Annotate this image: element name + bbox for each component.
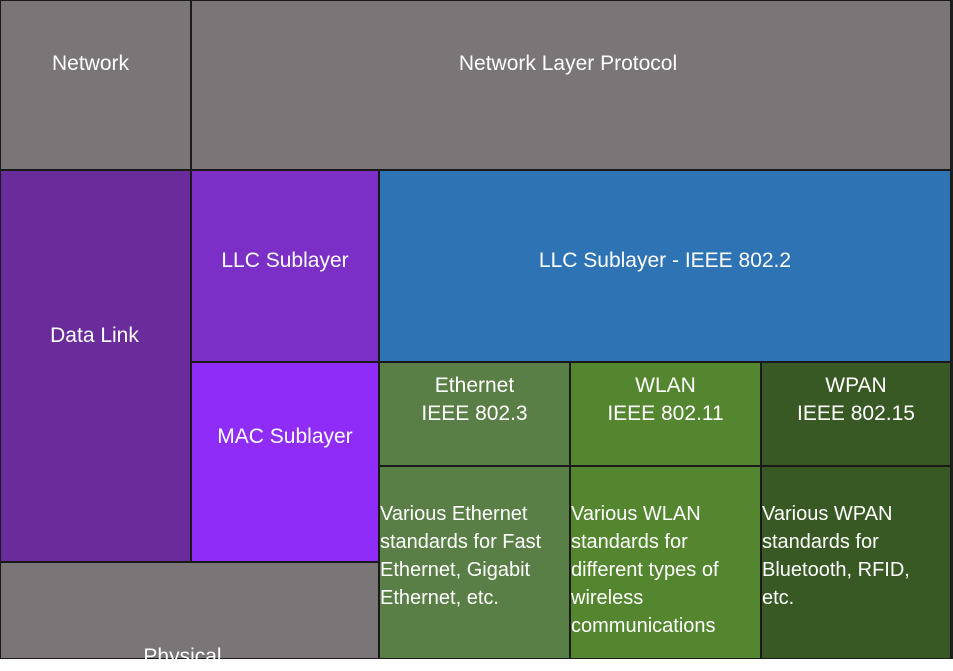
network-protocol-cell: Network Layer Protocol bbox=[191, 0, 951, 170]
wlan-description-line: standards for bbox=[571, 531, 688, 553]
wpan-description-cell: Various WPAN standards for Bluetooth, RF… bbox=[761, 466, 951, 659]
wpan-description-line: etc. bbox=[762, 587, 795, 609]
mac-sublayer-cell: MAC Sublayer bbox=[191, 362, 379, 562]
ethernet-standard: IEEE 802.3 bbox=[421, 402, 528, 425]
wpan-description-line: standards for bbox=[762, 531, 879, 553]
network-layer-cell: Network bbox=[0, 0, 191, 170]
ethernet-description-line: Ethernet, etc. bbox=[380, 587, 499, 609]
wpan-name: WPAN bbox=[825, 374, 887, 397]
llc-sublayer-cell: LLC Sublayer bbox=[191, 170, 379, 362]
wlan-standard: IEEE 802.11 bbox=[607, 402, 724, 425]
wpan-description-line: Various WPAN bbox=[762, 503, 893, 525]
data-link-layer-cell: Data Link bbox=[0, 170, 191, 562]
ethernet-description-line: standards for Fast bbox=[380, 531, 542, 553]
network-layer-label: Network bbox=[51, 52, 130, 75]
physical-layer-label: Physical bbox=[143, 645, 222, 668]
wlan-description-cell: Various WLAN standards for different typ… bbox=[570, 466, 761, 659]
wlan-description-line: communications bbox=[571, 615, 716, 637]
wlan-description-line: different types of bbox=[571, 559, 719, 581]
wpan-description-line: Bluetooth, RFID, bbox=[762, 559, 910, 581]
mac-sublayer-label: MAC Sublayer bbox=[217, 424, 353, 448]
ethernet-name: Ethernet bbox=[434, 374, 515, 397]
ethernet-description-line: Various Ethernet bbox=[380, 503, 528, 525]
ethernet-description-line: Ethernet, Gigabit bbox=[380, 559, 531, 581]
network-protocol-label: Network Layer Protocol bbox=[458, 52, 678, 75]
wpan-cell: WPAN IEEE 802.15 bbox=[761, 362, 951, 466]
llc-sublayer-label: LLC Sublayer bbox=[221, 248, 349, 272]
wlan-name: WLAN bbox=[635, 374, 696, 397]
wpan-standard: IEEE 802.15 bbox=[797, 402, 915, 425]
ethernet-cell: Ethernet IEEE 802.3 bbox=[379, 362, 570, 466]
llc-standard-cell: LLC Sublayer - IEEE 802.2 bbox=[379, 170, 951, 362]
physical-layer-cell: Physical bbox=[0, 562, 379, 668]
data-link-layer-label: Data Link bbox=[50, 324, 139, 347]
llc-standard-label: LLC Sublayer - IEEE 802.2 bbox=[538, 248, 792, 272]
wlan-description-line: wireless bbox=[571, 587, 644, 609]
wlan-description-line: Various WLAN bbox=[571, 503, 701, 525]
wlan-cell: WLAN IEEE 802.11 bbox=[570, 362, 761, 466]
ethernet-description-cell: Various Ethernet standards for Fast Ethe… bbox=[379, 466, 570, 659]
